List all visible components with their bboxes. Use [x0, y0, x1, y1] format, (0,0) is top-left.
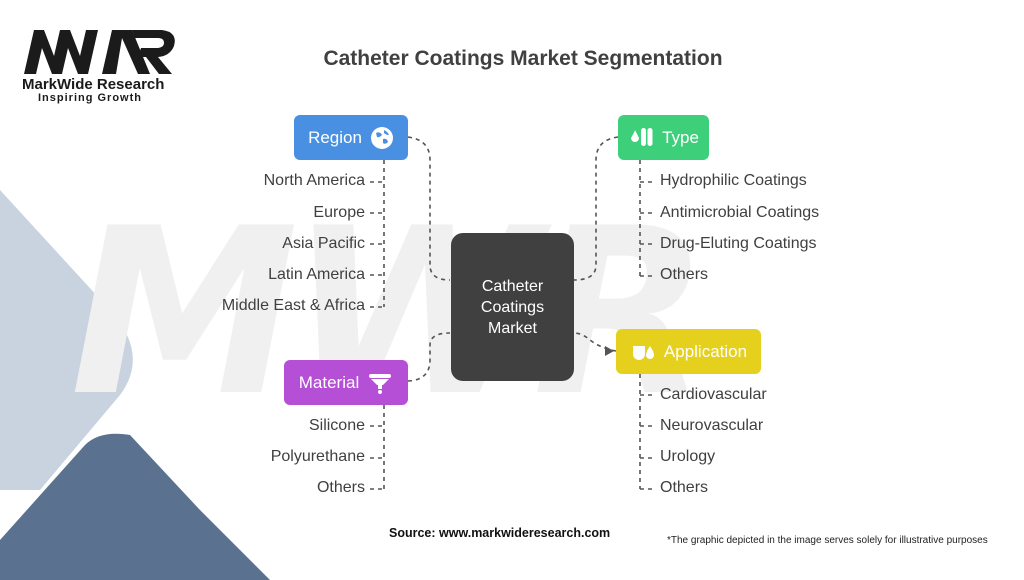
category-type-label: Type — [662, 127, 699, 147]
category-material-label: Material — [298, 372, 360, 392]
background-shape-lower — [0, 433, 270, 580]
application-item-4: Others — [660, 479, 709, 496]
center-line-2: Coatings — [480, 298, 545, 316]
region-item-3: Asia Pacific — [282, 235, 365, 252]
application-item-3: Urology — [660, 448, 716, 465]
category-application-label: Application — [663, 341, 748, 361]
globe-icon — [370, 126, 394, 150]
type-item-3: Drug-Eluting Coatings — [660, 235, 817, 252]
type-item-4: Others — [660, 266, 709, 283]
filter-funnel-icon — [367, 371, 393, 395]
logo-tagline: Inspiring Growth — [38, 92, 142, 104]
category-type: Type — [618, 115, 709, 160]
material-item-3: Others — [316, 479, 365, 496]
material-item-1: Silicone — [308, 417, 365, 434]
background-shape-upper — [0, 190, 133, 490]
material-item-2: Polyurethane — [270, 448, 365, 465]
region-item-4: Latin America — [268, 266, 365, 283]
application-item-1: Cardiovascular — [660, 386, 767, 403]
region-item-1: North America — [263, 172, 365, 189]
type-item-2: Antimicrobial Coatings — [660, 204, 820, 221]
page-title: Catheter Coatings Market Segmentation — [323, 47, 723, 70]
category-region: Region — [294, 115, 408, 160]
center-line-1: Catheter — [481, 277, 544, 295]
category-application: Application — [616, 329, 761, 374]
category-region-label: Region — [308, 127, 362, 147]
type-item-1: Hydrophilic Coatings — [660, 172, 807, 189]
region-item-5: Middle East & Africa — [221, 297, 365, 314]
disclaimer-note: *The graphic depicted in the image serve… — [667, 535, 988, 546]
drops-icon — [630, 340, 656, 364]
logo-name: MarkWide Research — [22, 76, 165, 93]
center-line-3: Market — [488, 319, 537, 337]
category-material: Material — [284, 360, 408, 405]
center-node: Catheter Coatings Market — [451, 233, 574, 381]
source-text: Source: www.markwideresearch.com — [389, 526, 611, 540]
logo-mark — [24, 30, 175, 74]
test-tubes-icon — [628, 126, 654, 150]
application-item-2: Neurovascular — [660, 417, 764, 434]
region-item-2: Europe — [313, 204, 365, 221]
